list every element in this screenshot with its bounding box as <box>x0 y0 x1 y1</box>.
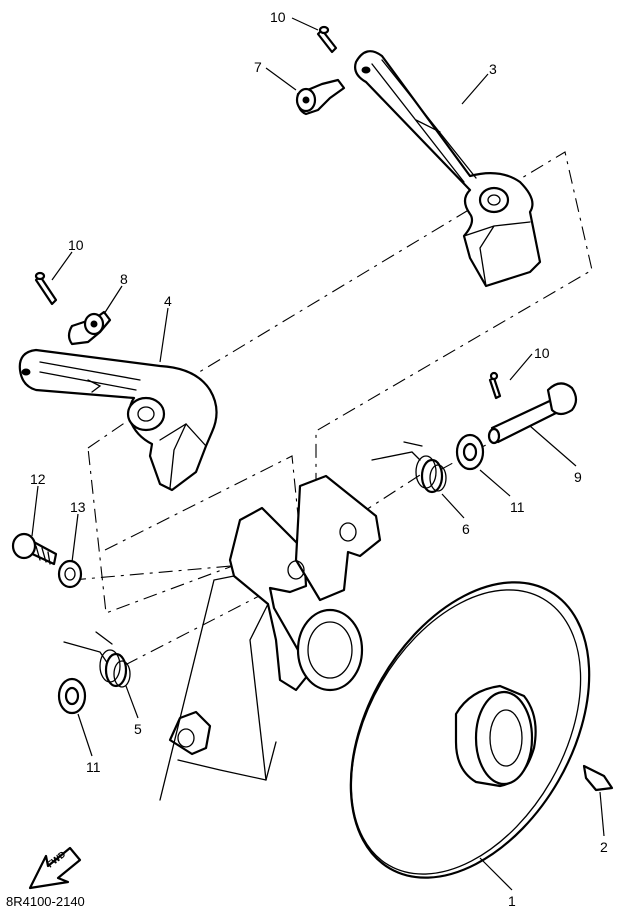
callout-10-right: 10 <box>534 345 550 361</box>
callout-10-left: 10 <box>68 237 84 253</box>
drawing-code: 8R4100-2140 <box>6 894 85 909</box>
woodruff-key <box>582 764 614 792</box>
sheave-disc <box>349 581 591 879</box>
bolt <box>11 532 58 566</box>
callout-7: 7 <box>254 59 262 75</box>
clevis-pin <box>487 382 578 445</box>
washer-left <box>57 677 87 715</box>
joint-pin-left <box>67 310 112 346</box>
cotter-pin-top <box>316 25 338 54</box>
lever-arm-upper <box>354 50 542 288</box>
torsion-spring-right <box>371 441 447 494</box>
leader-lines <box>31 17 605 891</box>
nut <box>57 559 83 589</box>
callout-5: 5 <box>134 721 142 737</box>
forward-arrow-icon: FWD <box>28 846 82 890</box>
callout-13: 13 <box>70 499 86 515</box>
cotter-pin-left <box>34 271 58 306</box>
callout-6: 6 <box>462 521 470 537</box>
housing-bracket <box>159 474 382 801</box>
callout-1: 1 <box>508 893 516 909</box>
callout-12: 12 <box>30 471 46 487</box>
callout-11-left: 11 <box>86 759 101 775</box>
cotter-pin-right <box>488 371 502 400</box>
callout-8: 8 <box>120 271 128 287</box>
torsion-spring-left <box>63 631 131 688</box>
callout-labels: 10 7 3 10 8 4 10 9 11 6 12 13 5 11 2 1 <box>30 9 608 909</box>
callout-3: 3 <box>489 61 497 77</box>
callout-4: 4 <box>164 293 172 309</box>
callout-10-top: 10 <box>270 9 286 25</box>
callout-2: 2 <box>600 839 608 855</box>
lever-arm-left <box>18 348 218 492</box>
joint-pin-upper <box>295 78 346 116</box>
washer-right <box>455 433 485 471</box>
callout-11-right: 11 <box>510 499 525 515</box>
callout-9: 9 <box>574 469 582 485</box>
